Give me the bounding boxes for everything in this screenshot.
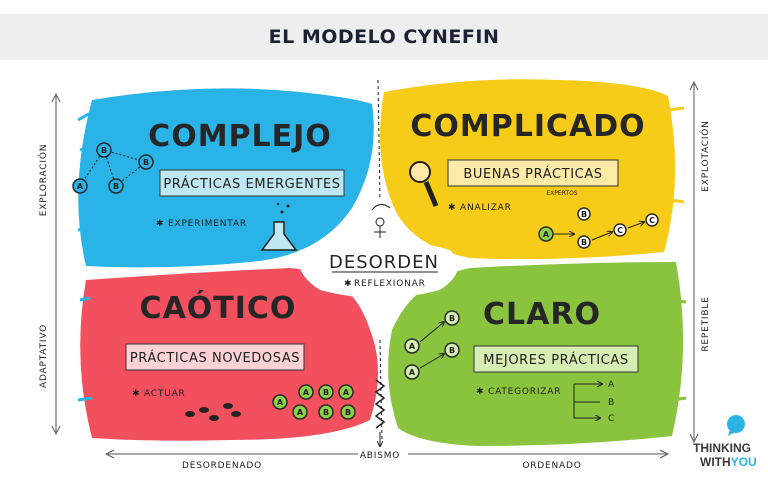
left-axis — [51, 92, 61, 436]
complejo-action-star: ✱ — [156, 219, 164, 229]
bottom-left-label: DESORDENADO — [182, 461, 262, 471]
complicado-practice: BUENAS PRÁCTICAS — [463, 166, 602, 182]
logo-line2: WITHYOU — [700, 455, 757, 469]
complicado-title: COMPLICADO — [410, 109, 645, 144]
logo-you: YOU — [731, 455, 757, 469]
svg-text:B: B — [143, 158, 149, 167]
page-title: EL MODELO CYNEFIN — [268, 26, 500, 48]
svg-text:B: B — [113, 182, 119, 191]
svg-text:B: B — [581, 210, 587, 219]
svg-text:B: B — [449, 346, 455, 355]
desorden-action-star: ✱ — [344, 279, 352, 289]
complicado-action: ANALIZAR — [460, 203, 512, 213]
flask-icon — [260, 202, 298, 251]
bottom-right-label: ORDENADO — [522, 461, 581, 471]
desorden-area — [298, 240, 458, 298]
abismo-label: ABISMO — [360, 451, 400, 461]
categorize-tree: A B C — [573, 380, 615, 424]
desorden-title: DESORDEN — [329, 252, 439, 273]
svg-text:B: B — [101, 146, 107, 155]
svg-text:A: A — [608, 380, 615, 390]
thinking-person-icon — [371, 204, 391, 238]
caotico-nodes: A A B A A B B — [272, 384, 356, 420]
svg-text:B: B — [345, 408, 351, 417]
claro-title: CLARO — [483, 297, 601, 332]
svg-text:A: A — [543, 230, 550, 239]
claro-action-star: ✱ — [476, 387, 484, 397]
svg-text:C: C — [608, 414, 615, 424]
svg-text:C: C — [617, 226, 623, 235]
right-top-label: EXPLOTACIÓN — [699, 120, 711, 191]
right-bottom-label: REPETIBLE — [701, 296, 711, 351]
caotico-action-star: ✱ — [132, 389, 140, 399]
complejo-practice: PRÁCTICAS EMERGENTES — [163, 176, 340, 192]
svg-text:B: B — [449, 314, 455, 323]
abyss-zigzag — [374, 379, 386, 429]
expertos-note: EXPERTOS — [546, 190, 577, 197]
caotico-action: ACTUAR — [144, 389, 186, 399]
left-bottom-label: ADAPTATIVO — [39, 324, 49, 388]
thinking-with-you-logo: THINKING WITHYOU — [693, 415, 757, 469]
complejo-action: EXPERIMENTAR — [168, 219, 247, 229]
svg-text:A: A — [409, 342, 416, 351]
desorden-action: REFLEXIONAR — [354, 279, 426, 289]
complejo-network: B B A B — [72, 142, 154, 194]
svg-text:C: C — [649, 216, 655, 225]
svg-text:B: B — [608, 398, 615, 408]
svg-text:A: A — [303, 388, 310, 397]
logo-with: WITH — [700, 455, 731, 469]
logo-bubble-icon — [727, 415, 745, 433]
svg-text:A: A — [409, 368, 416, 377]
magnifier-icon — [409, 161, 439, 207]
svg-text:A: A — [77, 182, 84, 191]
title-bar — [0, 14, 768, 60]
complicado-flow: A B B C C — [538, 207, 659, 249]
svg-text:A: A — [277, 398, 284, 407]
complicado-action-star: ✱ — [448, 203, 456, 213]
svg-text:B: B — [323, 388, 329, 397]
complejo-practice-box — [159, 169, 345, 197]
divider-line — [377, 79, 383, 441]
svg-text:B: B — [323, 408, 329, 417]
svg-text:B: B — [581, 238, 587, 247]
logo-line1: THINKING — [693, 441, 751, 455]
svg-text:A: A — [343, 388, 350, 397]
caotico-practice: PRÁCTICAS NOVEDOSAS — [130, 350, 300, 366]
right-axis — [689, 80, 699, 444]
caotico-practice-box — [125, 343, 305, 371]
caotico-title: CAÓTICO — [140, 289, 297, 326]
bottom-axis — [104, 449, 670, 459]
caotico-dots — [185, 403, 241, 421]
complicado-practice-box — [447, 159, 619, 187]
left-top-label: EXPLORACIÓN — [37, 144, 49, 217]
complejo-title: COMPLEJO — [148, 119, 332, 154]
claro-nodes: A B A B — [404, 310, 460, 380]
claro-practice-box — [473, 345, 639, 373]
svg-text:A: A — [297, 408, 304, 417]
claro-action: CATEGORIZAR — [488, 387, 561, 397]
claro-practice: MEJORES PRÁCTICAS — [483, 352, 628, 368]
